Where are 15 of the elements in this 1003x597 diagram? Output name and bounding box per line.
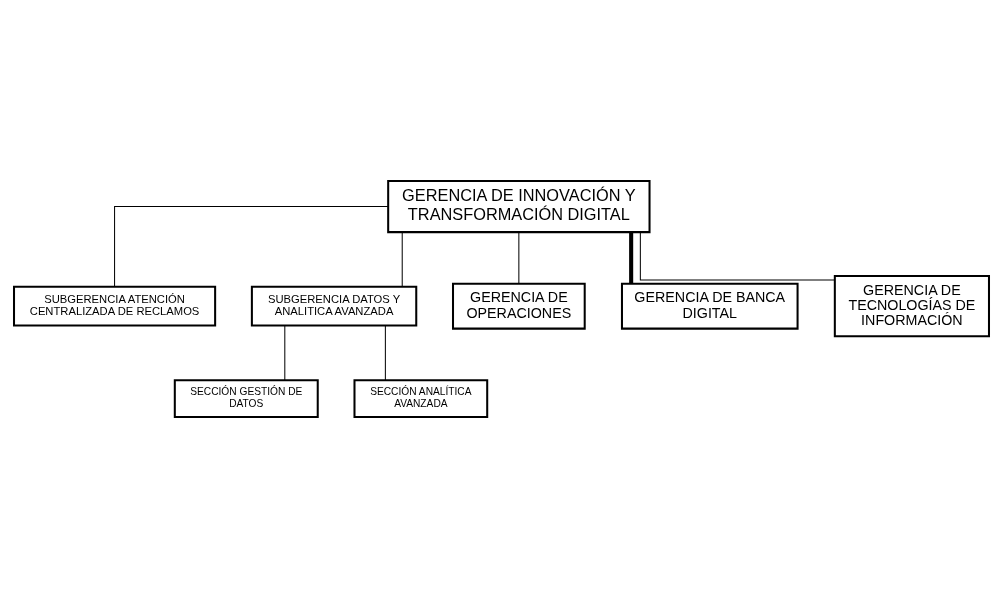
node-box: SECCIÓN ANALÍTICA AVANZADA	[353, 378, 489, 418]
connector	[401, 231, 403, 287]
connector	[639, 231, 836, 281]
connector	[629, 231, 634, 284]
node-box: SECCIÓN GESTIÓN DE DATOS	[173, 378, 319, 418]
node-box: GERENCIA DE BANCA DIGITAL	[620, 282, 799, 330]
connector	[284, 324, 286, 380]
connector	[384, 324, 386, 380]
node-box: GERENCIA DE OPERACIONES	[452, 282, 586, 330]
node-box: GERENCIA DE TECNOLOGÍAS DE INFORMACIÓN	[833, 274, 990, 337]
node-box: SUBGERENCIA DATOS Y ANALITICA AVANZADA	[250, 285, 418, 327]
connector	[114, 205, 389, 287]
connector	[518, 231, 520, 284]
node-box: GERENCIA DE INNOVACIÓN Y TRANSFORMACIÓN DIGITAL	[387, 179, 651, 233]
node-box: SUBGERENCIA ATENCIÓN CENTRALIZADA DE RECLAMOS	[13, 285, 217, 327]
